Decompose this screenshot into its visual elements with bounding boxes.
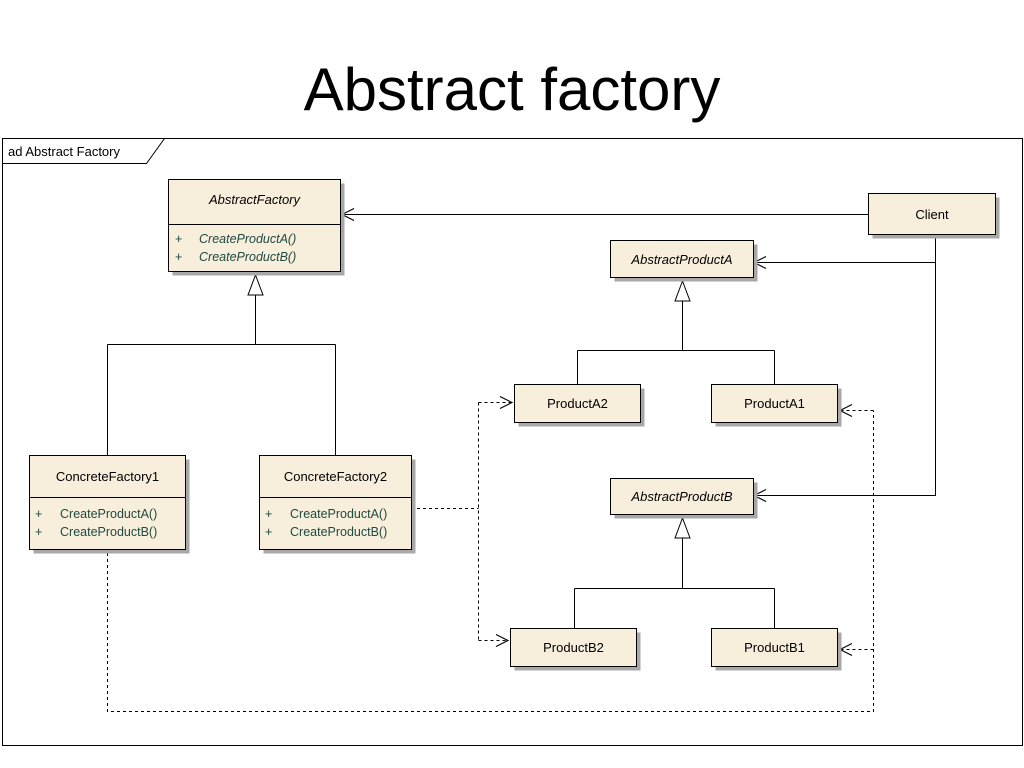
class-name: AbstractProductB (630, 489, 732, 504)
class-name: ProductA2 (547, 396, 608, 411)
operation-create-product-b: CreateProductB() (290, 525, 387, 539)
class-abstract-factory: AbstractFactory + CreateProductA() + Cre… (168, 179, 345, 276)
generalization-products-b (574, 516, 775, 628)
operation-create-product-a: CreateProductA() (290, 507, 387, 521)
class-product-a2: ProductA2 (514, 384, 645, 427)
operation-create-product-b: CreateProductB() (199, 250, 296, 264)
generalization-factories (107, 273, 336, 455)
class-name: ConcreteFactory1 (56, 469, 159, 484)
operation-visibility: + (265, 525, 272, 539)
class-client: Client (868, 193, 1000, 239)
operation-visibility: + (35, 525, 42, 539)
operation-visibility: + (175, 250, 182, 264)
dependencies (107, 403, 874, 712)
operation-create-product-a: CreateProductA() (60, 507, 157, 521)
class-name: ConcreteFactory2 (284, 469, 387, 484)
class-abstract-product-b: AbstractProductB (610, 478, 758, 519)
class-name: ProductB2 (543, 640, 604, 655)
class-name: AbstractProductA (630, 252, 732, 267)
class-product-b1: ProductB1 (711, 628, 842, 671)
class-product-b2: ProductB2 (510, 628, 641, 671)
class-name: ProductB1 (744, 640, 805, 655)
operation-create-product-b: CreateProductB() (60, 525, 157, 539)
class-name: Client (915, 207, 949, 222)
class-name: ProductA1 (744, 396, 805, 411)
class-concrete-factory1: ConcreteFactory1 + CreateProductA() + Cr… (29, 455, 190, 554)
class-abstract-product-a: AbstractProductA (610, 240, 758, 282)
operation-create-product-a: CreateProductA() (199, 232, 296, 246)
operation-visibility: + (265, 507, 272, 521)
connectors (107, 215, 936, 712)
slide-title: Abstract factory (303, 56, 721, 123)
operation-visibility: + (35, 507, 42, 521)
class-name: AbstractFactory (208, 192, 302, 207)
generalization-products-a (577, 279, 775, 384)
frame-label: ad Abstract Factory (8, 144, 120, 159)
association-client-abstractproductb (754, 262, 936, 496)
operation-visibility: + (175, 232, 182, 246)
class-product-a1: ProductA1 (711, 384, 842, 427)
class-concrete-factory2: ConcreteFactory2 + CreateProductA() + Cr… (259, 455, 416, 554)
